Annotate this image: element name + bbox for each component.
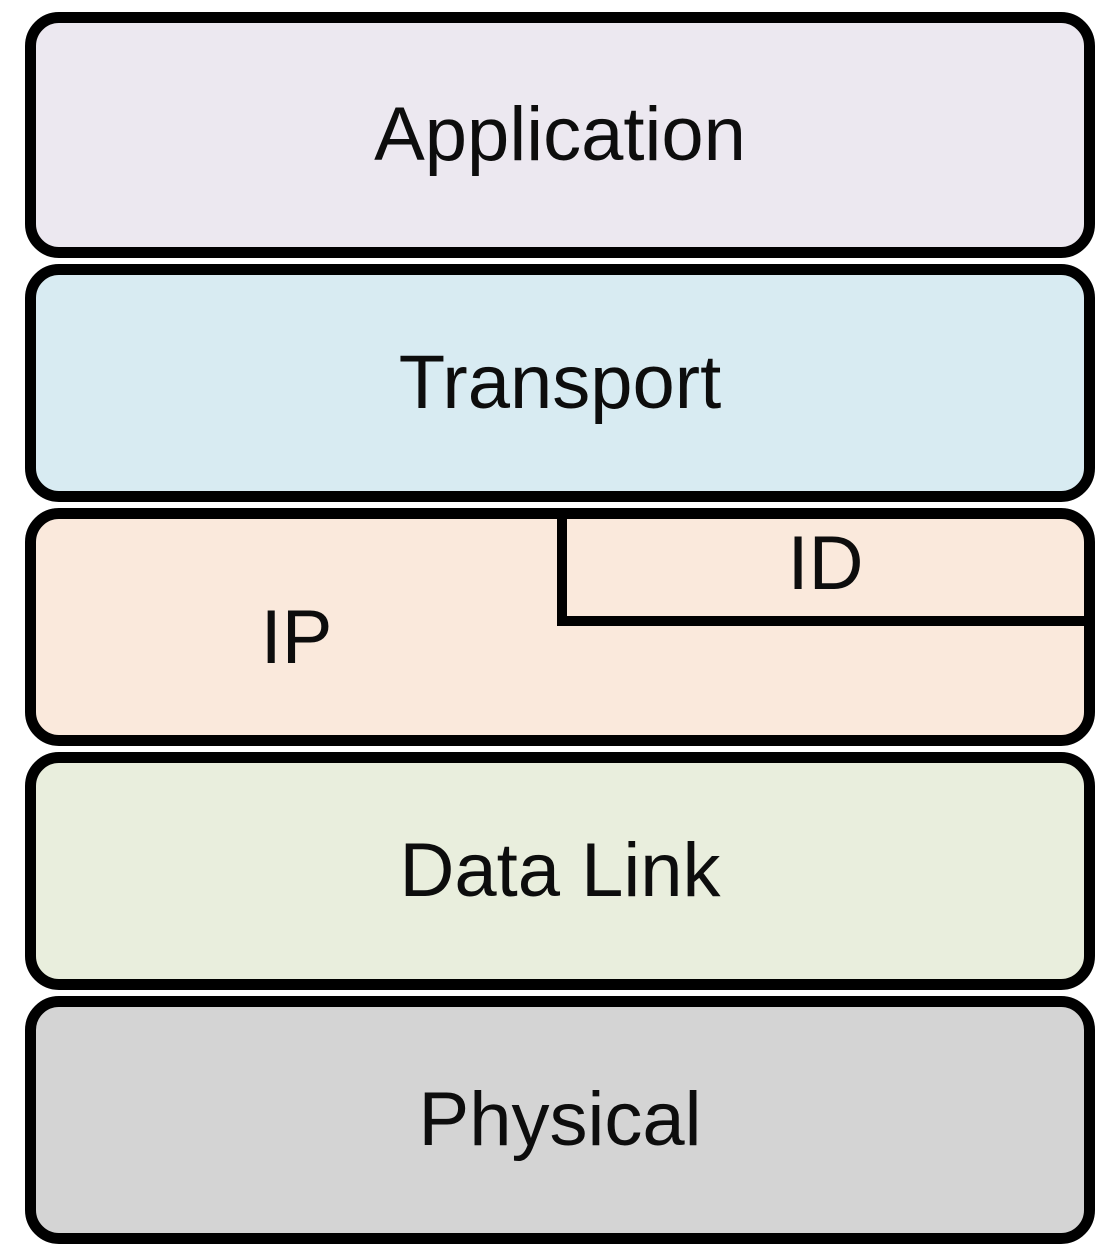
layer-box-physical[interactable]: Physical <box>25 996 1095 1244</box>
layer-label-data-link: Data Link <box>399 828 721 913</box>
layer-box-data-link[interactable]: Data Link <box>25 752 1095 990</box>
layer-label-application: Application <box>374 92 746 177</box>
ip-id-field-box[interactable]: ID <box>557 519 1084 626</box>
layer-box-application[interactable]: Application <box>25 12 1095 258</box>
ip-id-field-label: ID <box>787 520 864 606</box>
layer-box-ip[interactable]: IP ID <box>25 508 1095 746</box>
layer-label-physical: Physical <box>418 1077 702 1162</box>
ip-label-container: IP <box>36 595 557 680</box>
layer-label-transport: Transport <box>398 340 722 425</box>
layer-box-transport[interactable]: Transport <box>25 264 1095 502</box>
layer-label-ip: IP <box>260 595 333 680</box>
